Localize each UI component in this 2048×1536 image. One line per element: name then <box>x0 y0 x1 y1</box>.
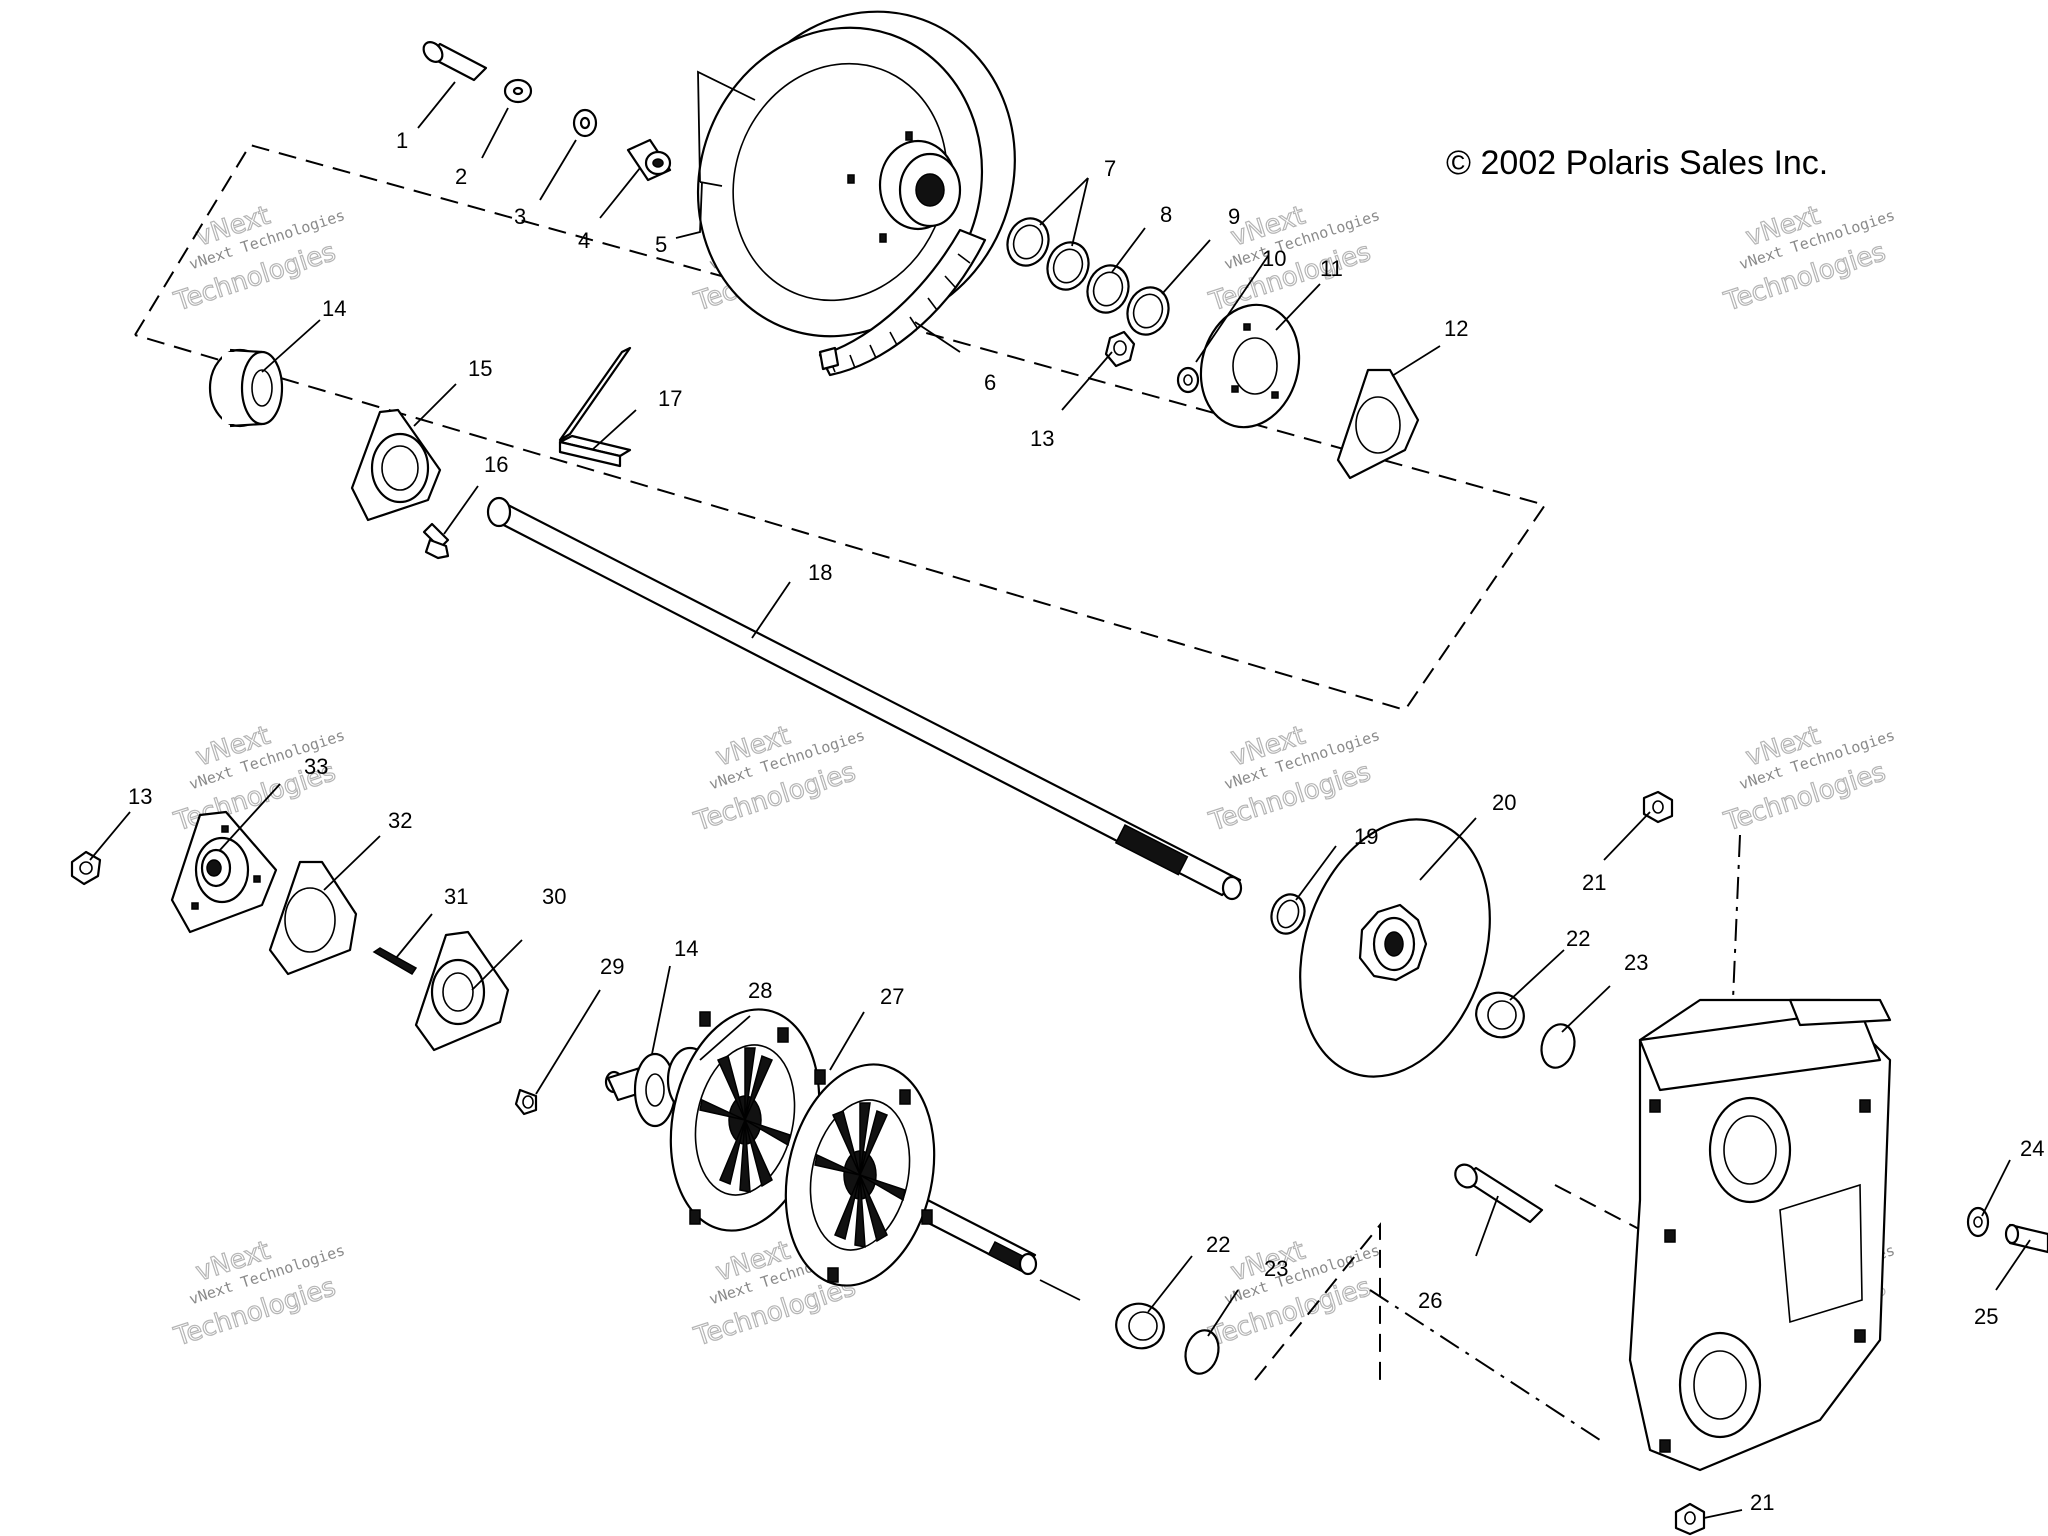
callout-5: 5 <box>655 232 667 257</box>
callout-6: 6 <box>984 370 996 395</box>
part-chaincase-housing <box>1628 998 1892 1472</box>
callout-10: 10 <box>1262 246 1286 271</box>
part-33-bearing-cap <box>170 810 278 934</box>
callout-21: 21 <box>1750 1490 1774 1515</box>
callout-29: 29 <box>600 954 624 979</box>
part-25-dowel <box>2004 1223 2048 1254</box>
part-26-bolt <box>1454 1163 1544 1224</box>
part-13-nut <box>1104 330 1136 368</box>
callout-9: 9 <box>1228 204 1240 229</box>
callout-labels: 1 2 3 4 5 6 7 8 9 10 11 12 13 14 15 16 1… <box>128 128 2044 1515</box>
watermark-layer: vNext vNext Technologies Technologies <box>1205 720 1382 838</box>
callout-28: 28 <box>748 978 772 1003</box>
callout-26: 26 <box>1418 1288 1442 1313</box>
callout-8: 8 <box>1160 202 1172 227</box>
part-12-mount-plate <box>1336 368 1420 480</box>
part-7-shim <box>1006 217 1050 267</box>
part-6-drive-chain <box>818 228 987 377</box>
callout-23: 23 <box>1624 950 1648 975</box>
part-22-bearing <box>1115 1302 1165 1350</box>
part-27-drive-shaft-assembly <box>604 1008 1038 1287</box>
part-31-stud <box>372 947 418 976</box>
callout-11: 11 <box>1320 256 1343 281</box>
part-19-o-ring <box>1270 893 1306 935</box>
part-3-lock-washer <box>572 108 598 138</box>
part-5-sprocket <box>696 10 1016 338</box>
callout-17: 17 <box>658 386 682 411</box>
callout-24: 24 <box>2020 1136 2044 1161</box>
part-4-spacer <box>626 138 672 182</box>
dashed-guide-line <box>1729 834 1741 1071</box>
copyright-notice: © 2002 Polaris Sales Inc. <box>1446 144 1828 182</box>
part-22-bearing <box>1475 991 1525 1039</box>
callout-13: 13 <box>1030 426 1054 451</box>
dashed-guide-box <box>134 143 1547 712</box>
part-15-bearing-flange <box>350 408 442 522</box>
callout-14: 14 <box>322 296 346 321</box>
watermark-layer: vNext vNext Technologies Technologies <box>690 720 867 838</box>
part-21-nut <box>1642 790 1674 824</box>
callout-18: 18 <box>808 560 832 585</box>
part-13-nut <box>70 850 102 886</box>
callout-25: 25 <box>1974 1304 1998 1329</box>
part-18-jackshaft <box>486 496 1243 901</box>
part-9-shim <box>1126 286 1170 336</box>
assembly-guide-lines <box>134 143 1741 1441</box>
callout-22: 22 <box>1206 1232 1230 1257</box>
callout-31: 31 <box>444 884 468 909</box>
dashed-guide-line <box>1369 1289 1601 1441</box>
callout-3: 3 <box>514 204 526 229</box>
dashed-guide-line <box>1254 1222 1381 1381</box>
watermark-layer: vNext vNext Technologies Technologies <box>1720 720 1897 838</box>
watermark-layer: vNext vNext Technologies Technologies <box>1205 200 1382 318</box>
callout-19: 19 <box>1354 824 1378 849</box>
part-17-key <box>558 346 632 468</box>
part-21-nut <box>1674 1502 1706 1536</box>
callout-12: 12 <box>1444 316 1468 341</box>
callout-33: 33 <box>304 754 328 779</box>
watermark-layer: vNext vNext Technologies Technologies <box>170 1235 347 1353</box>
callout-20: 20 <box>1492 790 1516 815</box>
leader-lines <box>89 70 2031 1519</box>
part-16-bolt <box>422 522 450 560</box>
callout-13: 13 <box>128 784 152 809</box>
part-11-bearing-flange <box>1199 303 1301 429</box>
callout-2: 2 <box>455 164 467 189</box>
callout-27: 27 <box>880 984 904 1009</box>
callout-1: 1 <box>396 128 408 153</box>
callout-22: 22 <box>1566 926 1590 951</box>
part-30-bearing-flange <box>414 930 510 1052</box>
part-20-brake-disc <box>1299 818 1491 1078</box>
part-14-bearing <box>208 348 284 428</box>
watermark-layer: vNext vNext Technologies Technologies <box>1720 200 1897 318</box>
callout-23: 23 <box>1264 1256 1288 1281</box>
callout-14: 14 <box>674 936 698 961</box>
callout-4: 4 <box>578 228 590 253</box>
callout-21: 21 <box>1582 870 1606 895</box>
part-24-washer <box>1966 1206 1990 1238</box>
part-2-washer <box>503 78 533 104</box>
callout-30: 30 <box>542 884 566 909</box>
part-1-bolt <box>422 41 488 82</box>
callout-16: 16 <box>484 452 508 477</box>
part-29-bolt <box>514 1088 538 1116</box>
part-23-seal <box>1184 1329 1220 1375</box>
part-32-gasket <box>268 860 358 976</box>
part-7-shim <box>1046 241 1090 291</box>
callout-15: 15 <box>468 356 492 381</box>
part-23-seal <box>1540 1023 1576 1069</box>
part-10-washer <box>1176 366 1200 394</box>
callout-32: 32 <box>388 808 412 833</box>
callout-7: 7 <box>1104 156 1116 181</box>
